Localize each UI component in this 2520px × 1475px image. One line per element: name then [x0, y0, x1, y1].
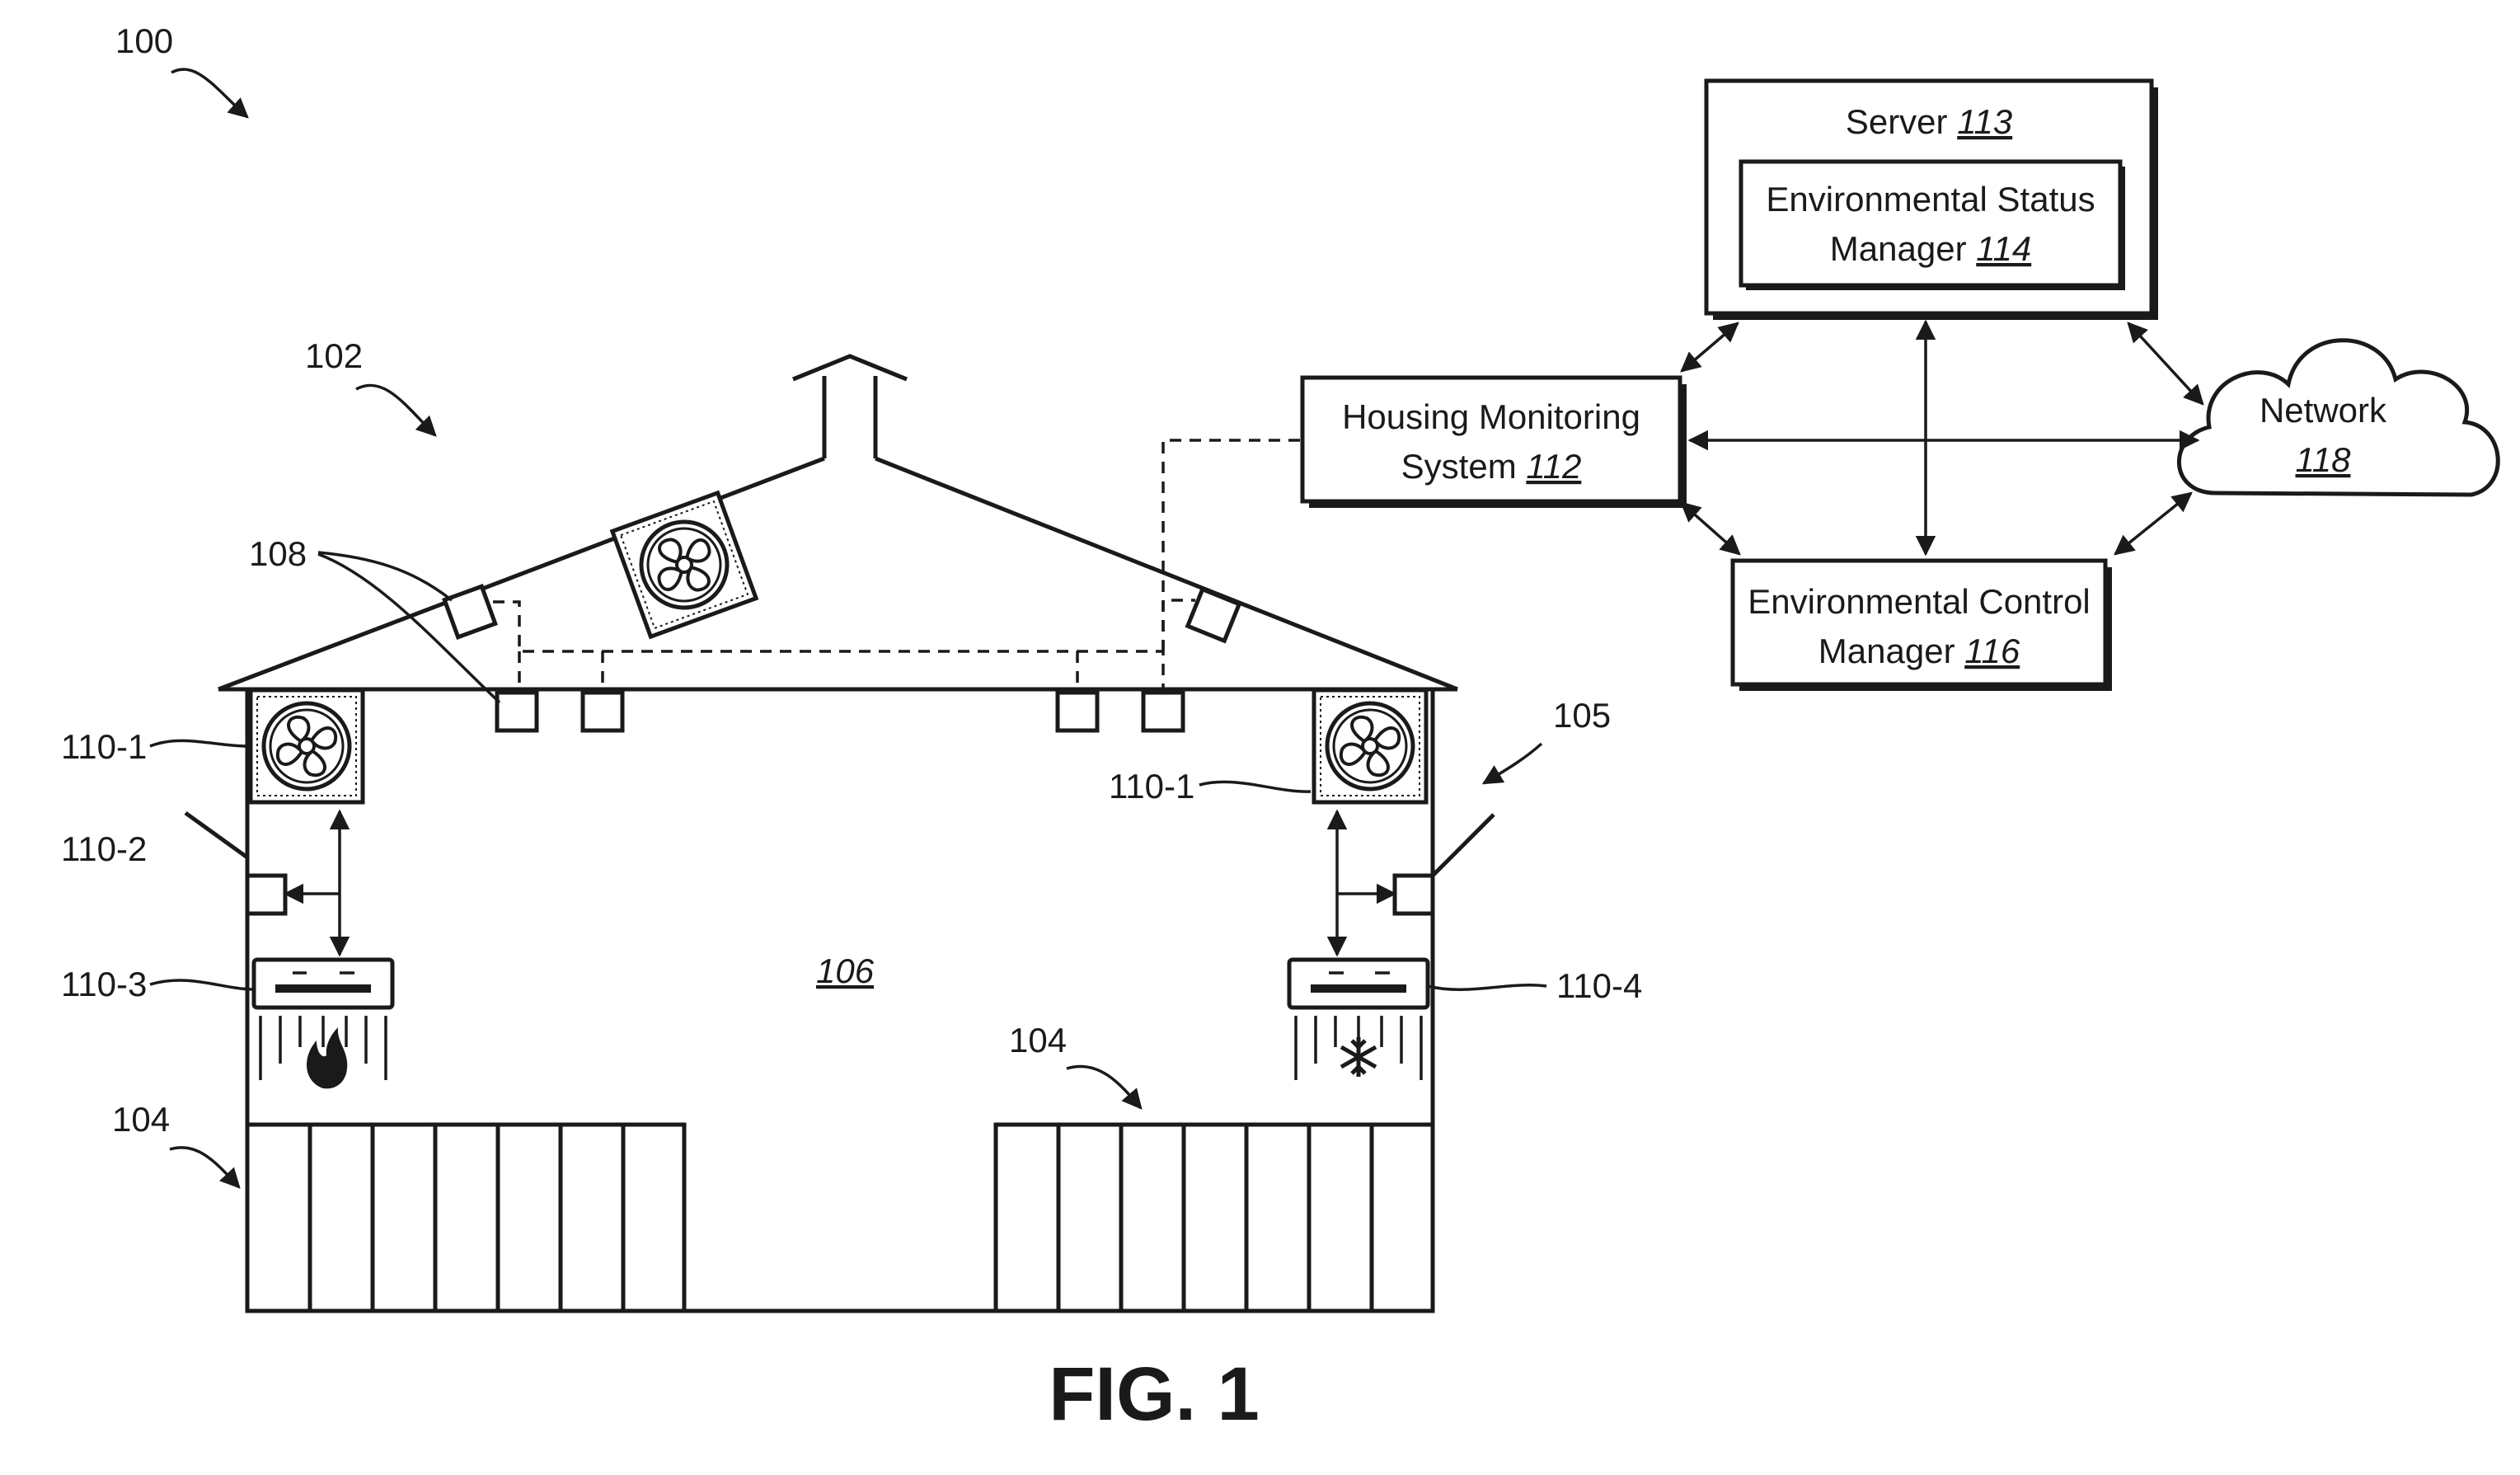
sensor-ceiling-4 — [1141, 690, 1185, 733]
ref-sensors-leader-1 — [317, 551, 453, 602]
network-ref: 118 — [2296, 440, 2352, 479]
link-server-network — [2127, 322, 2204, 406]
server-box: Server 113 Environmental Status Manager … — [1704, 78, 2158, 320]
window-right — [1431, 813, 1495, 877]
ref-fan-right-leader — [1199, 780, 1312, 793]
ref-housing-arrow — [355, 383, 437, 437]
network-cloud: Network 118 — [2177, 338, 2500, 497]
ref-walls-left-arrow — [169, 1146, 241, 1189]
housing-monitoring-line1: Housing Monitoring — [1342, 397, 1640, 436]
window-left — [184, 810, 249, 860]
housing-monitoring-box: Housing Monitoring System 112 — [1300, 375, 1687, 508]
ref-sensors-leader-2 — [317, 552, 501, 704]
wall-panels-right — [993, 1122, 1435, 1313]
link-monitoring-server — [1680, 322, 1739, 373]
ref-walls-right-arrow — [1066, 1064, 1143, 1110]
heater-unit — [251, 957, 395, 1089]
ref-fan-left: 110-1 — [61, 727, 147, 766]
flame-icon — [307, 1027, 348, 1089]
cooler-unit — [1287, 957, 1430, 1080]
ref-interior: 106 — [816, 951, 875, 990]
status-manager-line2: Manager 114 — [1830, 229, 2031, 268]
house — [218, 354, 1458, 1313]
ref-system: 100 — [115, 21, 173, 60]
link-monitoring-control — [1680, 501, 1741, 556]
ref-window-arrow — [1481, 742, 1543, 785]
sensor-roof-left — [442, 584, 498, 640]
sensors — [442, 584, 1242, 733]
ref-walls-left: 104 — [112, 1100, 170, 1139]
ref-fan-left-leader — [149, 739, 248, 748]
ref-housing: 102 — [305, 336, 363, 375]
control-manager-box: Environmental Control Manager 116 — [1730, 558, 2112, 691]
housing-monitoring-line2: System 112 — [1401, 447, 1582, 486]
ref-fan-right: 110-1 — [1109, 767, 1194, 806]
ref-sensors: 108 — [249, 534, 307, 573]
control-manager-line1: Environmental Control — [1748, 582, 2091, 621]
ref-heater: 110-3 — [61, 965, 147, 1003]
status-manager-line1: Environmental Status — [1766, 180, 2095, 218]
fan-icon-left — [251, 690, 363, 802]
system-links — [1680, 319, 2204, 557]
network-label: Network — [2260, 391, 2387, 430]
ref-cooler: 110-4 — [1556, 966, 1642, 1005]
roof-right — [875, 456, 1458, 692]
server-title: Server 113 — [1846, 102, 2012, 141]
wall-panels-left — [245, 1122, 687, 1313]
control-manager-line2: Manager 116 — [1818, 632, 2020, 670]
roof-left — [218, 456, 825, 692]
sensor-ceiling-2 — [580, 690, 625, 733]
roof-vent-cap — [792, 354, 908, 382]
vent-sensor-right — [1392, 873, 1435, 916]
figure-title: FIG. 1 — [1049, 1352, 1260, 1436]
roof-fan-icon — [612, 493, 756, 637]
snowflake-icon — [1340, 1037, 1377, 1077]
link-control-network — [2114, 491, 2193, 556]
vent-sensor-left — [245, 873, 288, 916]
sensor-roof-right — [1185, 586, 1242, 644]
ref-heater-leader — [149, 979, 255, 991]
ref-system-arrow — [171, 68, 249, 119]
ref-cooler-leader — [1427, 983, 1547, 991]
sensor-ceiling-3 — [1055, 690, 1100, 733]
fan-icon-right — [1314, 690, 1426, 802]
sensor-wiring — [493, 439, 1302, 693]
ref-window: 105 — [1553, 696, 1611, 735]
roof-vent-stack — [822, 376, 878, 458]
ref-vent: 110-2 — [61, 829, 147, 868]
sensor-ceiling-1 — [495, 690, 539, 733]
ref-walls-right: 104 — [1009, 1021, 1067, 1059]
status-manager-box — [1739, 159, 2123, 288]
